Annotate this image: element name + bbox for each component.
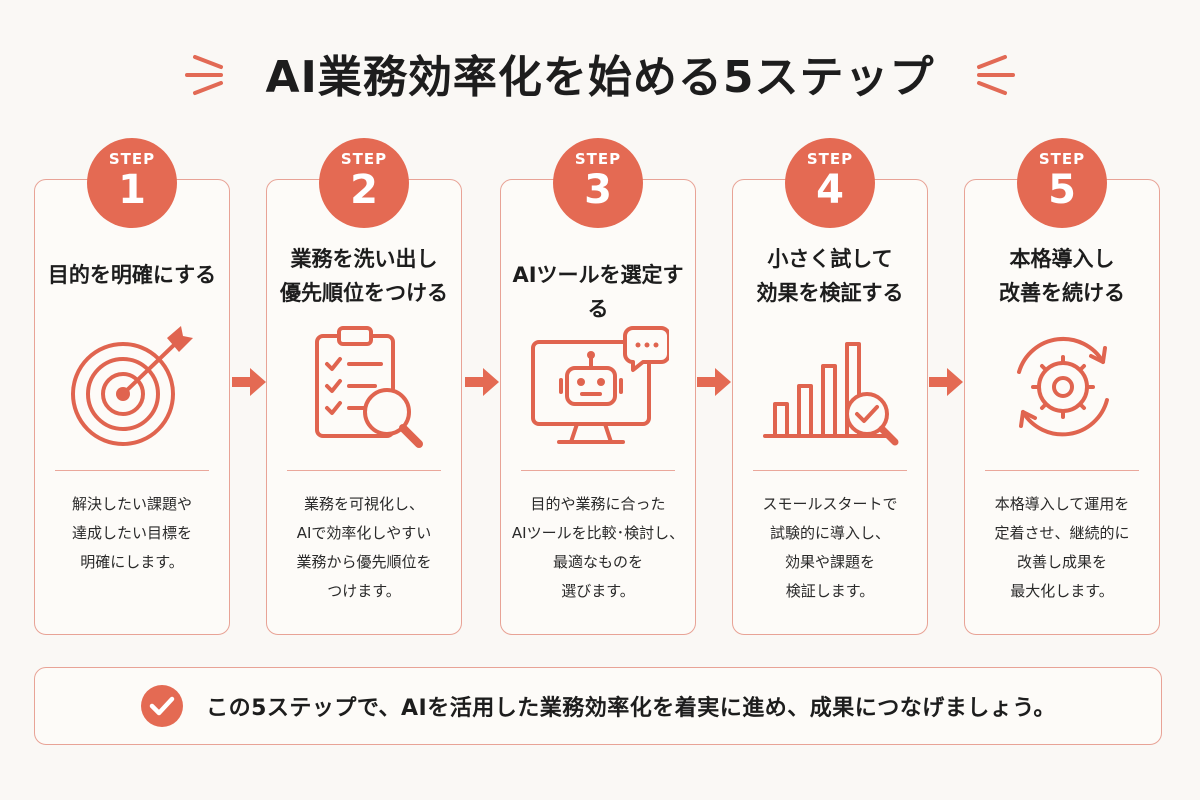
divider — [287, 470, 441, 471]
step-heading: 本格導入し改善を続ける — [999, 247, 1125, 305]
arrow-right-icon — [929, 368, 963, 396]
arrow-right-icon — [232, 368, 266, 396]
step-description: 解決したい課題や達成したい目標を明確にします。 — [71, 495, 192, 571]
page-title: AI業務効率化を始める5ステップ — [265, 52, 935, 103]
title-area: AI業務効率化を始める5ステップ — [0, 38, 1200, 108]
step-heading: 業務を洗い出し優先順位をつける — [280, 247, 448, 305]
clipboard-search-icon — [315, 326, 423, 448]
step-card-1: 目的を明確にする 解決したい課題や達成したい目標を明確にします。 — [34, 179, 230, 635]
robot-monitor-icon — [531, 326, 669, 444]
target-arrow-icon — [71, 326, 193, 446]
bar-chart-check-icon — [763, 342, 899, 446]
step-card-5: 本格導入し改善を続ける 本格導入して運用を定着させ、継続的に改善し成果を最大化し… — [964, 179, 1160, 635]
check-circle-icon — [141, 685, 184, 727]
summary-text: この5ステップで、AIを活用した業務効率化を着実に進め、成果につなげましょう。 — [206, 696, 1056, 721]
step-heading: 小さく試して効果を検証する — [756, 247, 904, 305]
divider — [55, 470, 209, 471]
divider — [521, 470, 675, 471]
burst-left-icon — [185, 55, 224, 95]
divider — [985, 470, 1139, 471]
burst-right-icon — [976, 55, 1015, 95]
summary-banner: この5ステップで、AIを活用した業務効率化を着実に進め、成果につなげましょう。 — [34, 667, 1162, 745]
step-description: 業務を可視化し、AIで効率化しやすい業務から優先順位をつけます。 — [296, 495, 432, 600]
arrow-right-icon — [465, 368, 499, 396]
step-heading: AIツールを選定する — [512, 263, 684, 321]
step-card-2: 業務を洗い出し優先順位をつける 業務を可視化し、AIで効率化しやすい業務から優先… — [266, 179, 462, 635]
step-description: 本格導入して運用を定着させ、継続的に改善し成果を最大化します。 — [994, 495, 1130, 600]
divider — [753, 470, 907, 471]
step-description: スモールスタートで試験的に導入し、効果や課題を検証します。 — [762, 495, 898, 600]
arrow-right-icon — [697, 368, 731, 396]
gear-cycle-icon — [1017, 337, 1109, 437]
heading-line: 目的を明確にする — [47, 263, 217, 287]
step-heading: 目的を明確にする — [35, 258, 229, 292]
step-card-4: 小さく試して効果を検証する スモールスタートで試験的に導入し、効果や課題を検証し… — [732, 179, 928, 635]
